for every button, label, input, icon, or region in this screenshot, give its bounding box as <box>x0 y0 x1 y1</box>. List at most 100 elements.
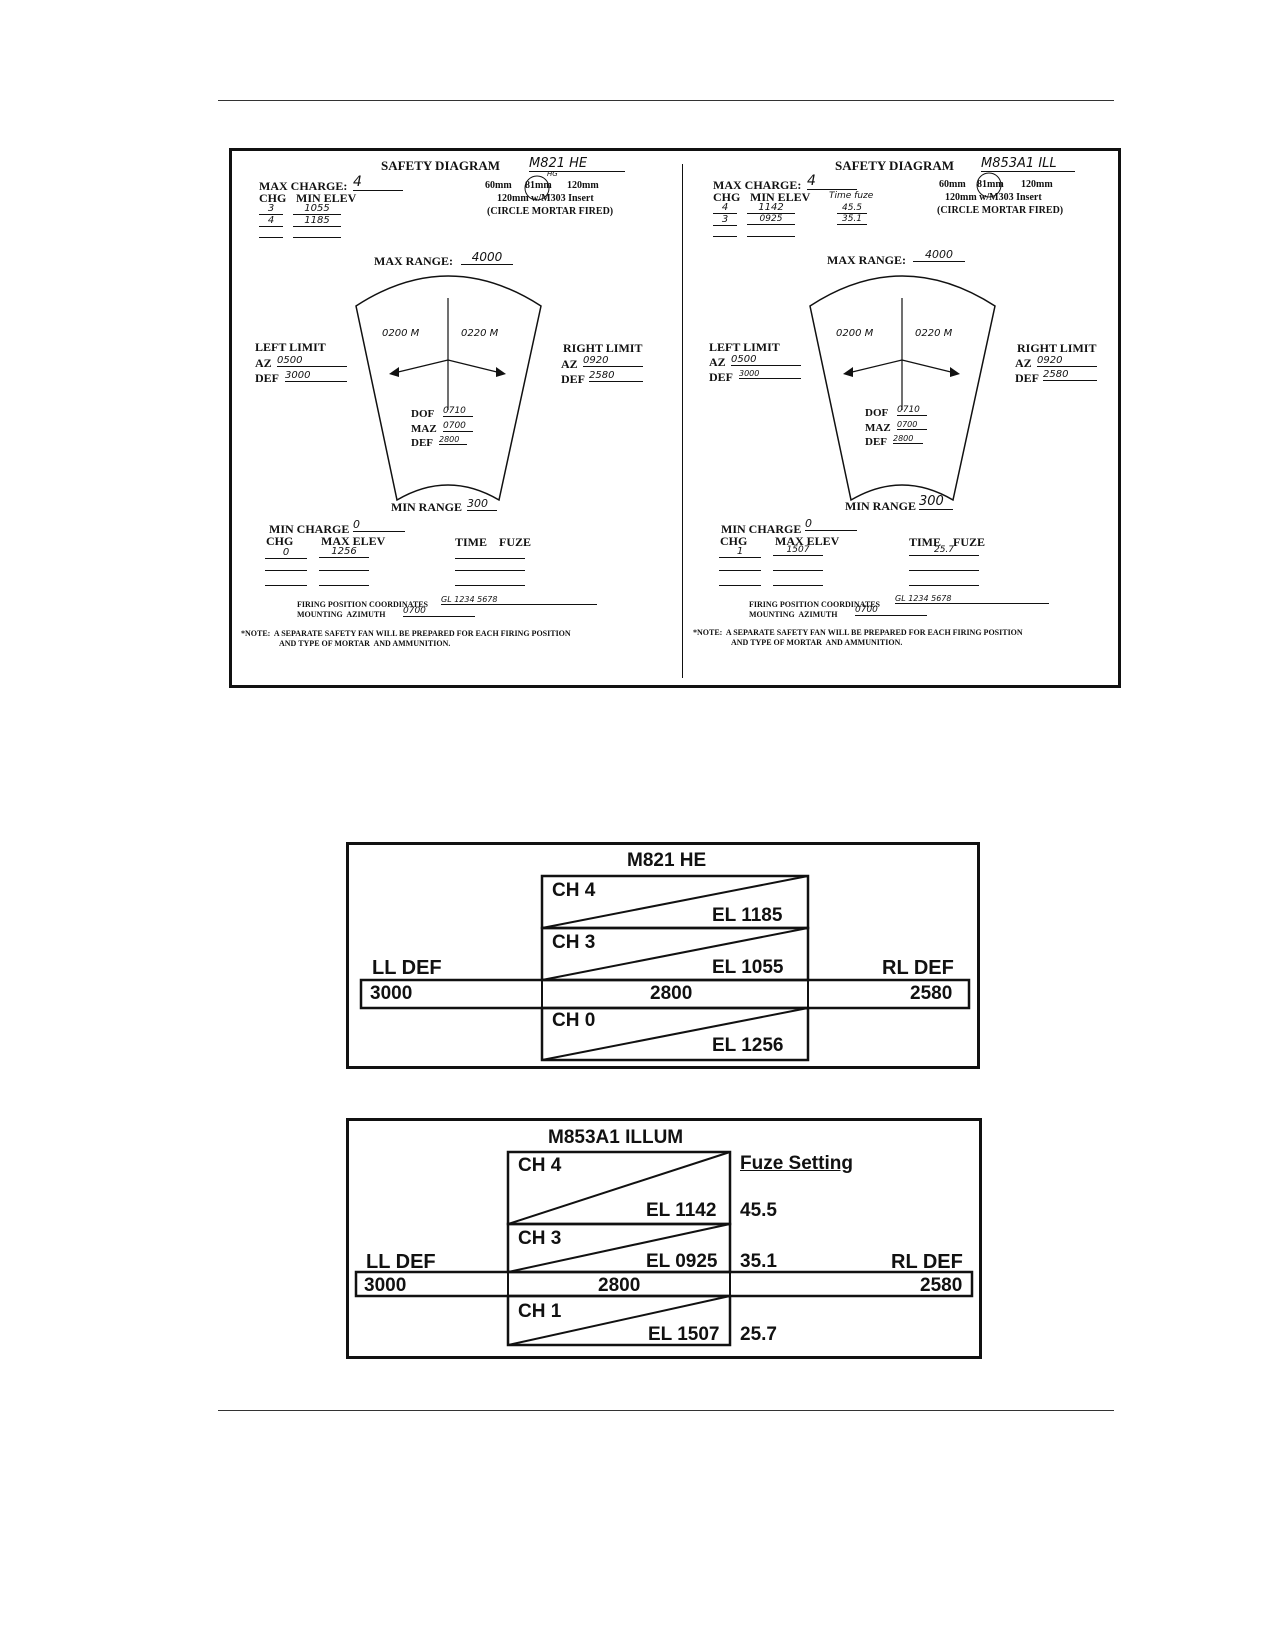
circle-note: (CIRCLE MORTAR FIRED) <box>487 206 614 217</box>
min-charge-label: MIN CHARGE <box>721 522 802 536</box>
dof-label: DOF <box>865 407 889 419</box>
note-line-2: AND TYPE OF MORTAR AND AMMUNITION. <box>731 638 903 647</box>
center-def-value: 2800 <box>893 434 923 444</box>
max-charge-value: 4 <box>807 173 857 190</box>
time-fuze-note: Time fuze <box>829 191 874 201</box>
max-charge-value: 4 <box>353 174 403 191</box>
illum-ch4-label: CH 4 <box>518 1155 562 1176</box>
mortar-120mm: 120mm <box>1021 179 1053 190</box>
he-card <box>346 842 980 1069</box>
left-az-value: 0500 <box>731 354 801 366</box>
chg-row-2-chg: 4 <box>259 215 283 227</box>
illum-ch1-elev: EL 1507 <box>648 1324 720 1345</box>
right-arrow-line <box>901 359 956 374</box>
left-arrow-head <box>843 367 853 377</box>
right-fan-drawing <box>809 172 1002 502</box>
min-charge-value: 0 <box>353 518 405 532</box>
illum-rl-def-label: RL DEF <box>891 1251 963 1273</box>
he-ll-def-value: 3000 <box>370 983 413 1004</box>
mount-az-label: MOUNTING AZIMUTH <box>297 610 386 619</box>
max-elev-row-2-chg-blank <box>265 558 307 571</box>
illum-ch3-elev: EL 0925 <box>646 1251 718 1272</box>
right-def-label: DEF <box>1015 371 1039 385</box>
left-arrow-head <box>389 367 399 377</box>
left-az-value: 0500 <box>277 355 347 367</box>
max-elev-row-1-elev: 1507 <box>773 545 823 556</box>
time-fuze-row-3-blank <box>455 573 525 586</box>
right-limit-label: RIGHT LIMIT <box>1017 341 1097 355</box>
def-bar <box>354 1270 974 1298</box>
mortar-81mm: 81mm <box>977 179 1004 190</box>
mount-az-value: 0700 <box>403 606 475 617</box>
chg-row-1-elev: 1055 <box>293 203 341 215</box>
right-limit-mark: 0220 M <box>915 328 953 339</box>
illum-ch1-label: CH 1 <box>518 1301 562 1322</box>
coords-value: GL 1234 5678 <box>895 594 1049 604</box>
note-line-1: *NOTE: A SEPARATE SAFETY FAN WILL BE PRE… <box>241 629 571 638</box>
illum-ll-def-label: LL DEF <box>366 1251 436 1273</box>
chg-header: CHG <box>259 191 287 205</box>
dof-value: 0710 <box>897 405 927 416</box>
mount-az-label: MOUNTING AZIMUTH <box>749 610 838 619</box>
right-az-value: 0920 <box>1037 355 1097 367</box>
right-arrow-head <box>950 367 960 377</box>
max-elev-header: MAX ELEV <box>775 534 840 548</box>
left-limit-mark: 0200 M <box>836 328 874 339</box>
time-fuze-header: TIME FUZE <box>455 535 532 549</box>
min-range-value: 300 <box>467 497 497 511</box>
he-ll-def-label: LL DEF <box>372 957 442 979</box>
note-line-2: AND TYPE OF MORTAR AND AMMUNITION. <box>279 639 451 648</box>
illum-ll-def-value: 3000 <box>364 1275 407 1296</box>
he-rl-def-value: 2580 <box>910 983 953 1004</box>
he-ch3-label: CH 3 <box>552 932 596 953</box>
illum-card <box>346 1118 982 1359</box>
bottom-rule <box>218 1410 1114 1411</box>
illum-ch1-fuze: 25.7 <box>740 1324 777 1345</box>
circled-mortar-mark <box>976 172 1002 198</box>
max-elev-row-2-elev-blank <box>773 558 823 571</box>
max-elev-row-3-elev-blank <box>319 573 369 586</box>
ch4-diagonal <box>507 1151 731 1225</box>
max-range-value: 4000 <box>461 250 513 265</box>
circled-mortar-mark <box>524 175 550 201</box>
max-elev-chg-header: CHG <box>720 534 748 548</box>
elev-row-3-blank <box>293 226 341 238</box>
chg-row-1-chg: 3 <box>259 203 283 215</box>
left-safety-panel: SAFETY DIAGRAM M821 HE MAX CHARGE: 4 60m… <box>229 148 675 688</box>
illum-ch3-fuze: 35.1 <box>740 1251 777 1272</box>
chg-row-2-fuze: 35.1 <box>837 214 867 225</box>
max-elev-row-3-chg-blank <box>265 573 307 586</box>
min-elev-header: MIN ELEV <box>750 190 811 204</box>
mortar-120mm: 120mm <box>567 180 599 191</box>
dof-value: 0710 <box>443 406 473 417</box>
insert-label: 120mm w/M303 Insert <box>497 193 594 204</box>
he-ch0-label: CH 0 <box>552 1010 596 1031</box>
max-range-value: 4000 <box>913 248 965 262</box>
center-def-label: DEF <box>865 436 887 448</box>
max-charge-label: MAX CHARGE: <box>259 179 348 193</box>
circle-note: (CIRCLE MORTAR FIRED) <box>937 205 1064 216</box>
he-ch4-label: CH 4 <box>552 880 596 901</box>
left-limit-mark: 0200 M <box>382 328 420 339</box>
chg-row-3-blank <box>259 226 283 238</box>
illum-ch4-elev: EL 1142 <box>646 1200 717 1221</box>
ch3-diagonal <box>507 1223 731 1273</box>
he-ch3-elev: EL 1055 <box>712 957 784 978</box>
right-def-value: 2580 <box>589 370 643 382</box>
mount-az-value: 0700 <box>855 605 927 616</box>
form-title: SAFETY DIAGRAM <box>381 158 501 173</box>
max-elev-row-3-chg-blank <box>719 573 761 586</box>
illum-fuze-header: Fuze Setting <box>740 1153 853 1174</box>
ch1-diagonal <box>507 1295 731 1346</box>
maz-value: 0700 <box>443 421 473 432</box>
min-elev-header: MIN ELEV <box>296 191 357 205</box>
maz-label: MAZ <box>411 423 437 435</box>
max-charge-label: MAX CHARGE: <box>713 178 802 192</box>
max-elev-row-3-elev-blank <box>773 573 823 586</box>
right-arrow-line <box>447 359 502 374</box>
right-limit-label: RIGHT LIMIT <box>563 341 643 355</box>
max-elev-row-2-chg-blank <box>719 558 761 571</box>
he-ch4-elev: EL 1185 <box>712 905 783 926</box>
he-center-def-value: 2800 <box>650 983 693 1004</box>
chg-row-3-blank <box>713 225 737 237</box>
